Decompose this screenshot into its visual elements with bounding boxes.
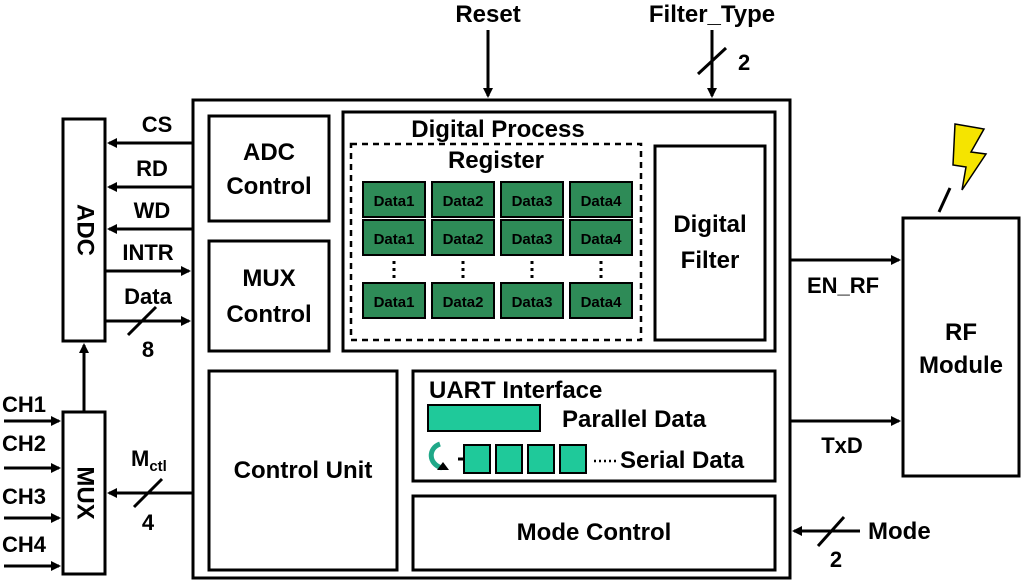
filter-type-width: 2 (738, 50, 750, 75)
register-cell-label: Data3 (512, 294, 553, 311)
adc-control-label-1: ADC (243, 139, 295, 166)
reset-input: Reset (455, 1, 521, 98)
mctl-label: Mctl (131, 446, 167, 475)
serial-bit (527, 444, 555, 474)
mux-block: MUX (61, 410, 107, 576)
mux-control-label-1: MUX (242, 265, 295, 292)
serial-bit (559, 444, 587, 474)
ch4-label: CH4 (2, 532, 47, 557)
parallel-data-label: Parallel Data (562, 406, 707, 433)
register-cell-label: Data4 (581, 193, 623, 210)
register-cell (431, 282, 495, 319)
uart-interface-block: UART Interface Parallel Data Serial Data (411, 369, 777, 483)
filter-type-input: Filter_Type 2 (649, 1, 775, 98)
register-cell (569, 181, 633, 218)
register-cell (500, 181, 564, 218)
mode-control-block: Mode Control (411, 494, 777, 572)
mux-control-label-2: Control (226, 301, 311, 328)
register-cell (362, 282, 426, 319)
filter-type-bus-slash (696, 46, 728, 76)
digital-filter-block: Digital Filter (653, 144, 767, 342)
register-cell-label: Data1 (374, 193, 415, 210)
register-cell-label: Data2 (443, 193, 484, 210)
digital-process-block: Digital Process Register Data1 Data2 Dat… (341, 110, 777, 353)
register-cell (569, 219, 633, 256)
reset-label: Reset (455, 1, 520, 28)
mctl-bus: Mctl 4 (107, 446, 193, 535)
data-bus-slash (126, 305, 158, 337)
intr-label: INTR (122, 240, 173, 265)
txd-label: TxD (821, 433, 863, 458)
txd-output: TxD (790, 416, 901, 458)
filter-type-label: Filter_Type (649, 1, 775, 28)
register-cell (569, 282, 633, 319)
mode-bus-slash (816, 515, 846, 548)
register-cell (362, 219, 426, 256)
uart-interface-label: UART Interface (429, 377, 602, 404)
cs-label: CS (142, 112, 173, 137)
digital-filter-label-2: Filter (681, 247, 740, 274)
digital-filter-label-1: Digital (673, 211, 746, 238)
adc-control-block: ADC Control (207, 114, 331, 223)
adc-signals: CS RD WD INTR Data 8 (105, 112, 193, 362)
register-cell-label: Data3 (512, 193, 553, 210)
data-label: Data (124, 284, 172, 309)
mctl-width: 4 (142, 510, 155, 535)
serial-bit (463, 444, 491, 474)
rd-label: RD (136, 156, 168, 181)
ch3-label: CH3 (2, 484, 46, 509)
parallel-data-bar (427, 404, 541, 432)
data-width: 8 (142, 337, 154, 362)
register-cell-label: Data4 (581, 294, 623, 311)
control-unit-block: Control Unit (207, 369, 399, 572)
register-cell (362, 181, 426, 218)
mctl-sub: ctl (149, 458, 167, 475)
mode-control-label: Mode Control (517, 519, 672, 546)
rf-module-label-1: RF (945, 319, 977, 346)
digital-process-label: Digital Process (411, 116, 584, 143)
register-cell (500, 219, 564, 256)
register-cell (500, 282, 564, 319)
mctl-main: M (131, 446, 149, 471)
adc-label: ADC (72, 204, 99, 256)
register-cell-label: Data1 (374, 294, 415, 311)
register-cell-label: Data4 (581, 231, 623, 248)
register-grid: Data1 Data2 Data3 Data4 Data1 Data2 Data… (362, 181, 633, 319)
register-cell-label: Data3 (512, 231, 553, 248)
serial-bit (495, 444, 523, 474)
rf-module-label-2: Module (919, 352, 1003, 379)
register-cell (431, 181, 495, 218)
ch2-label: CH2 (2, 431, 46, 456)
serial-shift-icon (428, 441, 449, 471)
mode-width: 2 (830, 547, 842, 572)
register-cell (431, 219, 495, 256)
mctl-bus-slash (132, 477, 164, 509)
channel-inputs: CH1 CH2 CH3 CH4 (2, 392, 61, 571)
register-cell-label: Data1 (374, 231, 415, 248)
mode-label: Mode (868, 518, 931, 545)
en-rf-label: EN_RF (807, 273, 879, 298)
mux-control-block: MUX Control (207, 239, 331, 353)
serial-data-label: Serial Data (620, 447, 745, 474)
register-dashed-box (349, 142, 643, 342)
register-cell-label: Data2 (443, 294, 484, 311)
adc-control-label-2: Control (226, 173, 311, 200)
register-label: Register (448, 147, 544, 174)
en-rf-output: EN_RF (790, 255, 901, 298)
ch1-label: CH1 (2, 392, 46, 417)
adc-block: ADC (61, 117, 107, 343)
control-unit-label: Control Unit (234, 457, 373, 484)
lightning-bolt-icon (937, 123, 988, 213)
wd-label: WD (134, 198, 171, 223)
mode-input: Mode 2 (792, 515, 931, 572)
register-cell-label: Data2 (443, 231, 484, 248)
mux-label: MUX (72, 466, 99, 519)
rf-module-block: RF Module (901, 216, 1021, 478)
